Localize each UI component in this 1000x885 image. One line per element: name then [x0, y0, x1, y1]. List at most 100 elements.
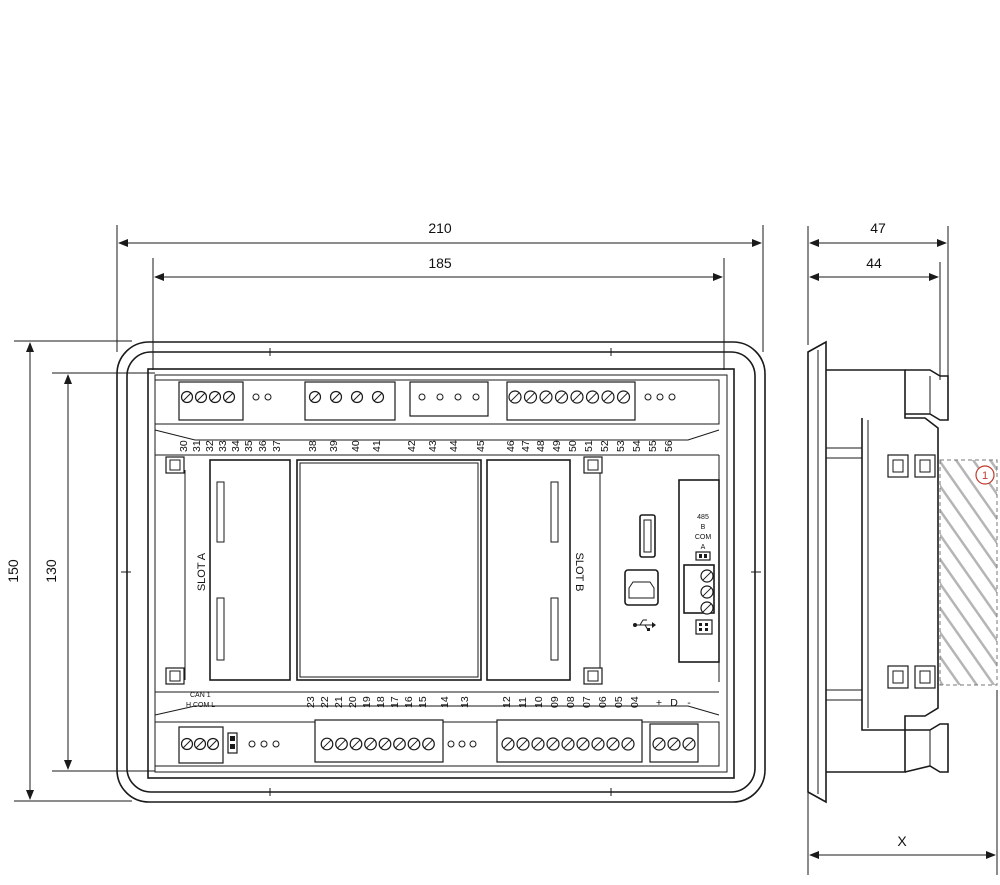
bottom-terminal-label: 12 — [501, 696, 513, 708]
terminal-hole-icon — [454, 393, 462, 401]
top-terminal-label: 39 — [328, 440, 340, 452]
bottom-terminal-label: 08 — [565, 696, 577, 708]
slot-b — [486, 459, 571, 681]
housing-inner — [154, 374, 728, 773]
top-terminal-label: 53 — [615, 440, 627, 452]
terminal-hole-icon — [260, 740, 268, 748]
side-view: 1 — [807, 340, 998, 804]
bezel-outer — [116, 341, 766, 803]
callout-1-label: 1 — [982, 470, 988, 482]
terminal-block-23-13 — [314, 719, 444, 763]
middle-area: SLOT A SLOT B — [154, 455, 720, 685]
dimension-cutout-width: 185 — [152, 255, 725, 370]
housing — [147, 368, 735, 779]
top-terminal-label: 30 — [178, 440, 190, 452]
usb-b-port — [624, 569, 659, 606]
display-window — [296, 459, 482, 681]
bottom-terminal-label: 23 — [305, 696, 317, 708]
top-terminal-label: 42 — [406, 440, 418, 452]
can-title: CAN 1 — [190, 692, 211, 699]
top-terminal-label: 44 — [448, 440, 460, 452]
dimension-overall-width: 210 — [116, 220, 764, 352]
rs485-jumper-bottom — [695, 619, 713, 635]
module-clearance-area — [940, 460, 997, 685]
terminal-hole-icon — [458, 740, 466, 748]
usb-icon — [633, 619, 656, 631]
corner-clip-br — [583, 667, 603, 685]
bottom-terminal-label: 18 — [375, 696, 387, 708]
side-bezel — [807, 340, 827, 804]
side-clip-bottom-2 — [914, 665, 936, 689]
can-pins: H COM L — [186, 702, 215, 709]
terminal-hole-icon — [272, 740, 280, 748]
power-terminal-label: - — [687, 697, 691, 709]
dim-210-label: 210 — [428, 220, 452, 236]
bottom-terminal-label: 04 — [629, 696, 641, 708]
corner-clip-tr — [583, 456, 603, 474]
mounting-notches — [121, 348, 761, 796]
callout-circle — [975, 465, 995, 485]
slot-a — [209, 459, 291, 681]
top-terminal-label: 35 — [243, 440, 255, 452]
dimension-side-47: 47 — [807, 220, 949, 384]
top-terminal-label: 43 — [427, 440, 439, 452]
terminal-block-42-45 — [409, 381, 489, 417]
top-terminal-label: 51 — [583, 440, 595, 452]
top-terminal-label: 45 — [475, 440, 487, 452]
terminal-hole-icon — [656, 393, 664, 401]
bottom-terminal-label: 06 — [597, 696, 609, 708]
power-terminal-label: D — [670, 697, 678, 709]
bottom-terminal-label: 20 — [347, 696, 359, 708]
power-terminal-label: + — [656, 697, 662, 709]
bottom-terminal-blocks — [178, 719, 699, 764]
bottom-terminal-label: 10 — [533, 696, 545, 708]
dim-x-label: X — [897, 833, 907, 849]
top-terminal-label: 46 — [505, 440, 517, 452]
top-terminal-label: 47 — [520, 440, 532, 452]
slot-b-label: SLOT B — [573, 553, 585, 592]
top-terminal-label: 36 — [257, 440, 269, 452]
dimension-overall-height: 150 — [5, 340, 132, 802]
rs485-title: 485 — [697, 514, 709, 521]
side-clip-top-2 — [914, 454, 936, 478]
bottom-terminal-label: 17 — [389, 696, 401, 708]
usb-a-port — [639, 514, 656, 558]
terminal-hole-icon — [436, 393, 444, 401]
terminal-hole-icon — [248, 740, 256, 748]
bottom-terminal-label: 15 — [417, 696, 429, 708]
bottom-terminal-label: 22 — [319, 696, 331, 708]
top-terminal-label: 34 — [230, 440, 242, 452]
corner-clip-bl — [165, 667, 185, 685]
bottom-terminal-label: 13 — [459, 696, 471, 708]
bottom-terminal-label: 16 — [403, 696, 415, 708]
side-clip-bottom-1 — [887, 665, 909, 689]
top-terminal-label: 41 — [371, 440, 383, 452]
bottom-terminal-label: 07 — [581, 696, 593, 708]
top-terminal-label: 49 — [551, 440, 563, 452]
corner-clip-tl — [165, 456, 185, 474]
bottom-terminal-label: 21 — [333, 696, 345, 708]
top-terminal-label: 54 — [631, 440, 643, 452]
rs485-jumper-top — [695, 551, 711, 561]
dim-130-label: 130 — [43, 559, 59, 583]
dimension-clearance-x: X — [807, 690, 998, 875]
top-terminal-label: 37 — [271, 440, 283, 452]
dim-44-label: 44 — [866, 255, 882, 271]
dim-150-label: 150 — [5, 559, 21, 583]
slot-a-label: SLOT A — [196, 552, 208, 591]
rs485-screws — [700, 569, 714, 615]
top-terminal-label: 31 — [191, 440, 203, 452]
rs485-module — [678, 479, 720, 663]
terminal-hole-icon — [252, 393, 260, 401]
bottom-terminal-label: 11 — [517, 697, 529, 708]
terminal-hole-icon — [644, 393, 652, 401]
terminal-hole-icon — [469, 740, 477, 748]
top-terminal-label: 50 — [567, 440, 579, 452]
top-terminal-label: 55 — [647, 440, 659, 452]
can-jumper — [227, 732, 238, 754]
rs485-terminal — [683, 564, 715, 614]
